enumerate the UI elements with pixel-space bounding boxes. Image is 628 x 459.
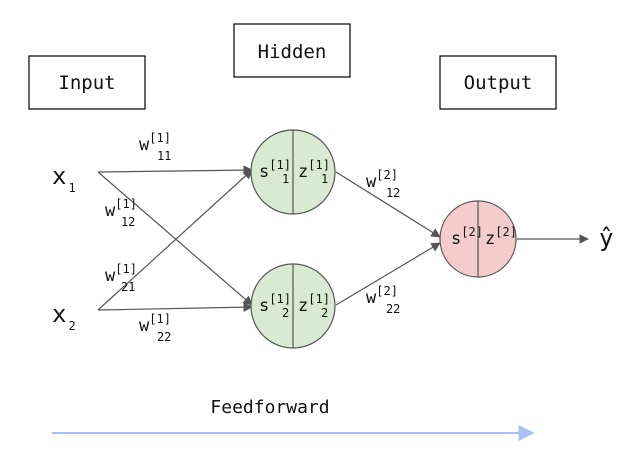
hidden-node-2-z-label: z[1]2 — [298, 292, 330, 320]
edge-x1-h1 — [97, 165, 253, 175]
output-node — [439, 200, 517, 278]
hidden-node-1 — [250, 129, 336, 215]
weight-w11-label: w[1]11 — [139, 131, 171, 163]
input-box: Input — [28, 55, 146, 110]
hidden-node-2-s-label: s[1]2 — [259, 292, 291, 320]
edge-h1-out — [335, 171, 441, 238]
hidden-box: Hidden — [233, 23, 351, 78]
edge-x2-h2 — [97, 302, 253, 312]
weight-w21-label: w[1]21 — [105, 262, 137, 294]
input-box-label: Input — [58, 72, 115, 94]
hidden-box-label: Hidden — [258, 41, 327, 63]
output-node-z-label: z[2] — [485, 225, 517, 249]
output-y-hat-label: ŷ — [599, 224, 613, 252]
output-node-s-label: s[2] — [451, 225, 483, 249]
feedforward-label: Feedforward — [210, 397, 329, 418]
weight-w2-12-label: w[2]12 — [366, 168, 400, 200]
edge-x2-h1 — [97, 169, 253, 311]
hidden-node-1-s-label: s[1]1 — [259, 158, 291, 186]
edge-h2-out — [335, 242, 441, 306]
output-box-label: Output — [464, 72, 533, 94]
edge-x1-h2 — [97, 171, 253, 306]
weight-w2-22-label: w[2]22 — [366, 284, 400, 316]
weight-w22-label: w[1]22 — [139, 312, 171, 344]
hidden-node-2 — [250, 263, 336, 349]
hidden-node-1-z-label: z[1]1 — [298, 158, 330, 186]
weight-w12-label: w[1]12 — [105, 197, 137, 229]
output-box: Output — [439, 55, 557, 110]
